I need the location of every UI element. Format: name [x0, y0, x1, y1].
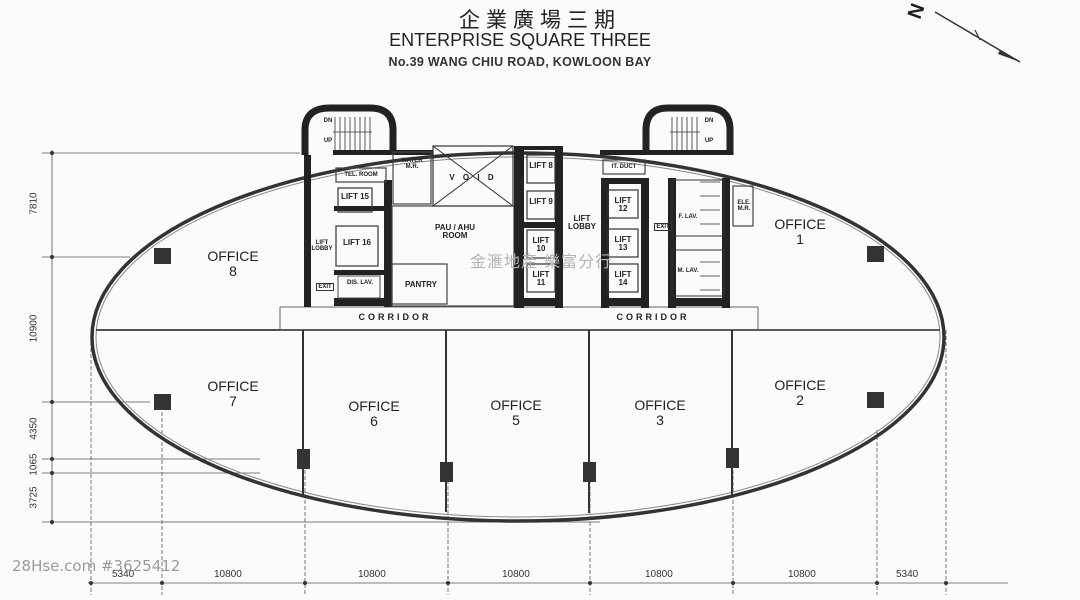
- dim-bottom-4: 10800: [502, 569, 530, 580]
- lift-14-label: LIFT 14: [614, 270, 632, 288]
- water-mr-label: WATER M.R.: [401, 158, 423, 171]
- tel-room-label: TEL. ROOM: [344, 172, 378, 178]
- toilet-block: [668, 178, 730, 308]
- dim-bottom-3: 10800: [358, 569, 386, 580]
- lift-12-label: LIFT 12: [614, 196, 632, 214]
- lift-16-label: LIFT 16: [342, 238, 371, 247]
- dis-lav-label: DIS. LAV.: [346, 280, 373, 286]
- lift-bank-right: [601, 178, 649, 308]
- dim-bottom-5: 10800: [645, 569, 673, 580]
- stair-right-dn-label: DN: [704, 118, 714, 124]
- lift-lobby-left-label: LIFT LOBBY: [311, 240, 333, 253]
- building-title-english: ENTERPRISE SQUARE THREE: [389, 30, 651, 50]
- dim-left-3: 4350: [28, 417, 40, 440]
- void-label: V O I D: [449, 173, 497, 182]
- listing-watermark: 28Hse.com #3625412: [12, 557, 181, 575]
- office-partitions: [302, 330, 733, 513]
- stair-core-right: [600, 104, 734, 155]
- core-walls-left: [304, 155, 392, 307]
- dimension-lines-left: [42, 150, 600, 525]
- corridor-left-label: CORRIDOR: [358, 312, 432, 322]
- tel-room-outline: [335, 167, 387, 183]
- lift-13-label: LIFT 13: [614, 235, 632, 253]
- f-lav-label: F. LAV.: [678, 214, 698, 220]
- ele-mr-label: ELE. M.R.: [737, 200, 751, 213]
- exit-sign-icon: EXIT: [316, 283, 334, 292]
- dim-bottom-6: 10800: [788, 569, 816, 580]
- m-lav-label: M. LAV.: [677, 268, 699, 274]
- agency-watermark: 金滙地產 樂富分行: [470, 252, 613, 271]
- structural-columns: [154, 246, 884, 482]
- building-title-chinese: 企業廣場三期: [459, 8, 621, 32]
- lift-8-label: LIFT 8: [529, 161, 553, 170]
- dim-left-2: 10900: [28, 314, 40, 343]
- corridor-right-label: CORRIDOR: [616, 312, 690, 322]
- exit-sign-icon: EXIT: [654, 223, 672, 232]
- dim-bottom-2: 10800: [214, 569, 242, 580]
- lift-bank-central: [514, 146, 563, 308]
- pantry-label: PANTRY: [405, 280, 437, 289]
- stair-right-up-label: UP: [704, 138, 714, 144]
- dimension-ticks-bottom: [89, 581, 948, 585]
- lift-9-label: LIFT 9: [529, 197, 553, 206]
- lift-11-label: LIFT 11: [532, 270, 550, 288]
- dim-bottom-1: 5340: [112, 569, 135, 580]
- stair-left-dn-label: DN: [323, 118, 333, 124]
- dim-bottom-7: 5340: [896, 569, 919, 580]
- dimension-ticks-left: [50, 151, 54, 524]
- stair-core-left: [301, 104, 433, 155]
- dim-left-1: 7810: [28, 192, 40, 215]
- lift-15-label: LIFT 15: [340, 192, 369, 201]
- it-duct-label: IT. DUCT: [611, 164, 637, 170]
- lift-lobby-main-label: LIFT LOBBY: [568, 214, 596, 232]
- building-address: No.39 WANG CHIU ROAD, KOWLOON BAY: [388, 55, 652, 69]
- stair-left-up-label: UP: [323, 138, 333, 144]
- dim-left-5: 3725: [28, 486, 40, 509]
- dimension-lines-bottom: [88, 330, 1008, 595]
- lift-10-label: LIFT 10: [532, 236, 550, 254]
- north-arrow-icon: [934, 11, 1021, 63]
